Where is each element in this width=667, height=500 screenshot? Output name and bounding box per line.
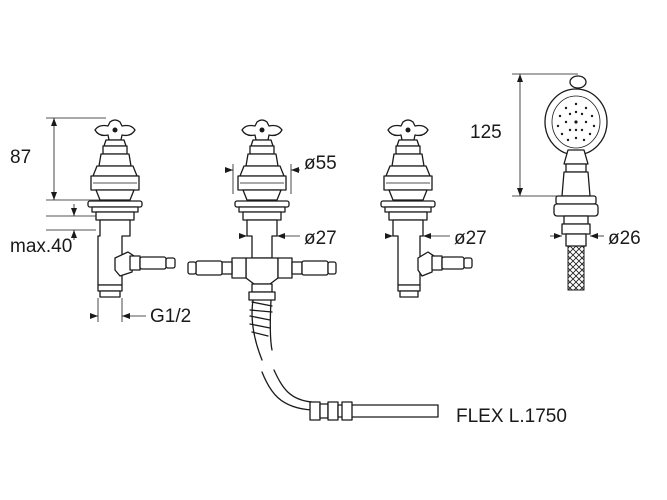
dim-dia-27-mid: ø27 <box>304 228 337 249</box>
hand-shower <box>544 75 608 291</box>
dim-height-125: 125 <box>470 122 502 143</box>
flex-hose <box>261 369 439 421</box>
left-valve <box>87 119 176 298</box>
dim-dia-27-right: ø27 <box>454 228 487 249</box>
shower-nozzles <box>556 102 596 142</box>
dim-dia-26: ø26 <box>608 228 641 249</box>
middle-diverter <box>187 119 337 361</box>
dim-max-depth: max.40 <box>10 236 72 257</box>
dimension-lines <box>46 73 604 322</box>
dim-thread: G1/2 <box>150 306 191 327</box>
dim-height-87: 87 <box>10 147 31 168</box>
dim-dia-55: ø55 <box>304 153 337 174</box>
flex-length-label: FLEX L.1750 <box>456 406 567 427</box>
right-valve <box>380 119 473 298</box>
